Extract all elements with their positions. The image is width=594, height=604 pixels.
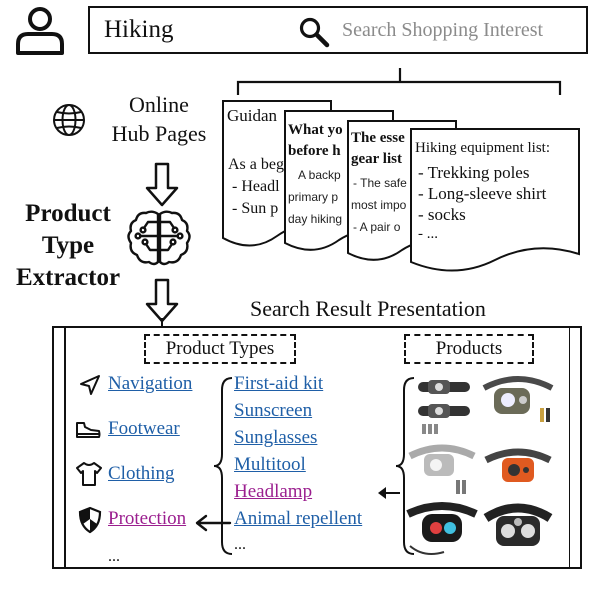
type-multitool[interactable]: Multitool [234, 454, 306, 475]
type-sunscreen[interactable]: Sunscreen [234, 400, 313, 421]
navigation-arrow-icon [78, 373, 102, 402]
flow-arrow-down-2 [145, 278, 179, 323]
category-navigation[interactable]: Navigation [108, 373, 193, 394]
search-result-panel: Product Types Products Navigation Footwe… [52, 326, 582, 569]
page1-line3: - Sun p [232, 200, 279, 217]
type-headlamp[interactable]: Headlamp [234, 481, 313, 502]
types-bracket [213, 377, 233, 555]
category-footwear[interactable]: Footwear [108, 418, 180, 439]
products-bracket [395, 377, 415, 555]
query-bracket [236, 68, 562, 95]
hub-label-line2: Hub Pages [111, 121, 207, 146]
product-headlamp-1[interactable] [414, 376, 474, 441]
search-bar[interactable]: Hiking Search Shopping Interest [88, 6, 588, 54]
hub-label-line1: Online [129, 92, 189, 117]
types-more: ... [234, 536, 246, 553]
page2-line3: day hiking [288, 212, 343, 226]
selection-arrow [195, 514, 232, 532]
page3-title2: gear list [351, 151, 402, 167]
page2-title1: What yo [288, 122, 343, 138]
shield-icon [78, 506, 102, 539]
products-arrow [378, 487, 400, 499]
page3-line3: - A pair o [353, 220, 401, 234]
brain-circuit-icon [124, 208, 194, 273]
hub-pages-label: Online Hub Pages [104, 90, 214, 148]
product-types-header: Product Types [144, 334, 296, 364]
extractor-line1: Product [25, 200, 111, 227]
product-headlamp-6[interactable] [482, 496, 554, 567]
srp-title: Search Result Presentation [250, 296, 486, 321]
type-first-aid-kit[interactable]: First-aid kit [234, 373, 324, 394]
page4-line3: - socks [418, 205, 466, 224]
shoe-icon [74, 419, 102, 446]
page2-line2: primary p [288, 190, 339, 204]
globe-icon [52, 103, 86, 142]
product-headlamp-5[interactable] [404, 500, 480, 565]
panel-inner-border-right [568, 328, 570, 567]
query-text: Hiking [104, 16, 174, 43]
hub-page-4: Hiking equipment list: - Trekking poles … [410, 128, 580, 276]
products-label: Products [435, 338, 503, 359]
page3-line1: - The safe [353, 176, 407, 190]
tshirt-icon [76, 461, 102, 492]
product-headlamp-2[interactable] [478, 374, 558, 437]
user-icon [14, 6, 66, 56]
page2-title2: before h [288, 143, 341, 159]
categories-more: ... [108, 548, 120, 565]
product-headlamp-3[interactable] [406, 440, 478, 505]
page4-line1: - Trekking poles [418, 163, 530, 182]
search-icon[interactable] [298, 16, 330, 53]
page3-title1: The esse [351, 130, 405, 146]
page4-line4: - ... [418, 226, 438, 242]
type-animal-repellent[interactable]: Animal repellent [234, 508, 363, 529]
search-placeholder: Search Shopping Interest [342, 19, 544, 41]
category-protection[interactable]: Protection [108, 508, 187, 529]
page4-title: Hiking equipment list: [415, 140, 550, 156]
products-header: Products [404, 334, 534, 364]
extractor-line2: Type [41, 232, 95, 259]
type-sunglasses[interactable]: Sunglasses [234, 427, 318, 448]
page2-line1: A backp [298, 168, 341, 182]
extractor-label: Product Type Extractor [4, 198, 132, 294]
page1-title: Guidan [227, 106, 278, 125]
product-types-label: Product Types [165, 338, 275, 359]
page4-line2: - Long-sleeve shirt [418, 184, 547, 203]
page1-line2: - Headl [232, 178, 280, 195]
connector-line [161, 318, 163, 326]
page1-line1: As a beg [228, 156, 284, 173]
panel-inner-border-left [64, 328, 66, 567]
flow-arrow-down-1 [145, 162, 179, 207]
product-headlamp-4[interactable] [482, 440, 554, 505]
category-clothing[interactable]: Clothing [108, 463, 175, 484]
extractor-line3: Extractor [15, 264, 121, 291]
page3-line2: most impo [351, 198, 407, 212]
